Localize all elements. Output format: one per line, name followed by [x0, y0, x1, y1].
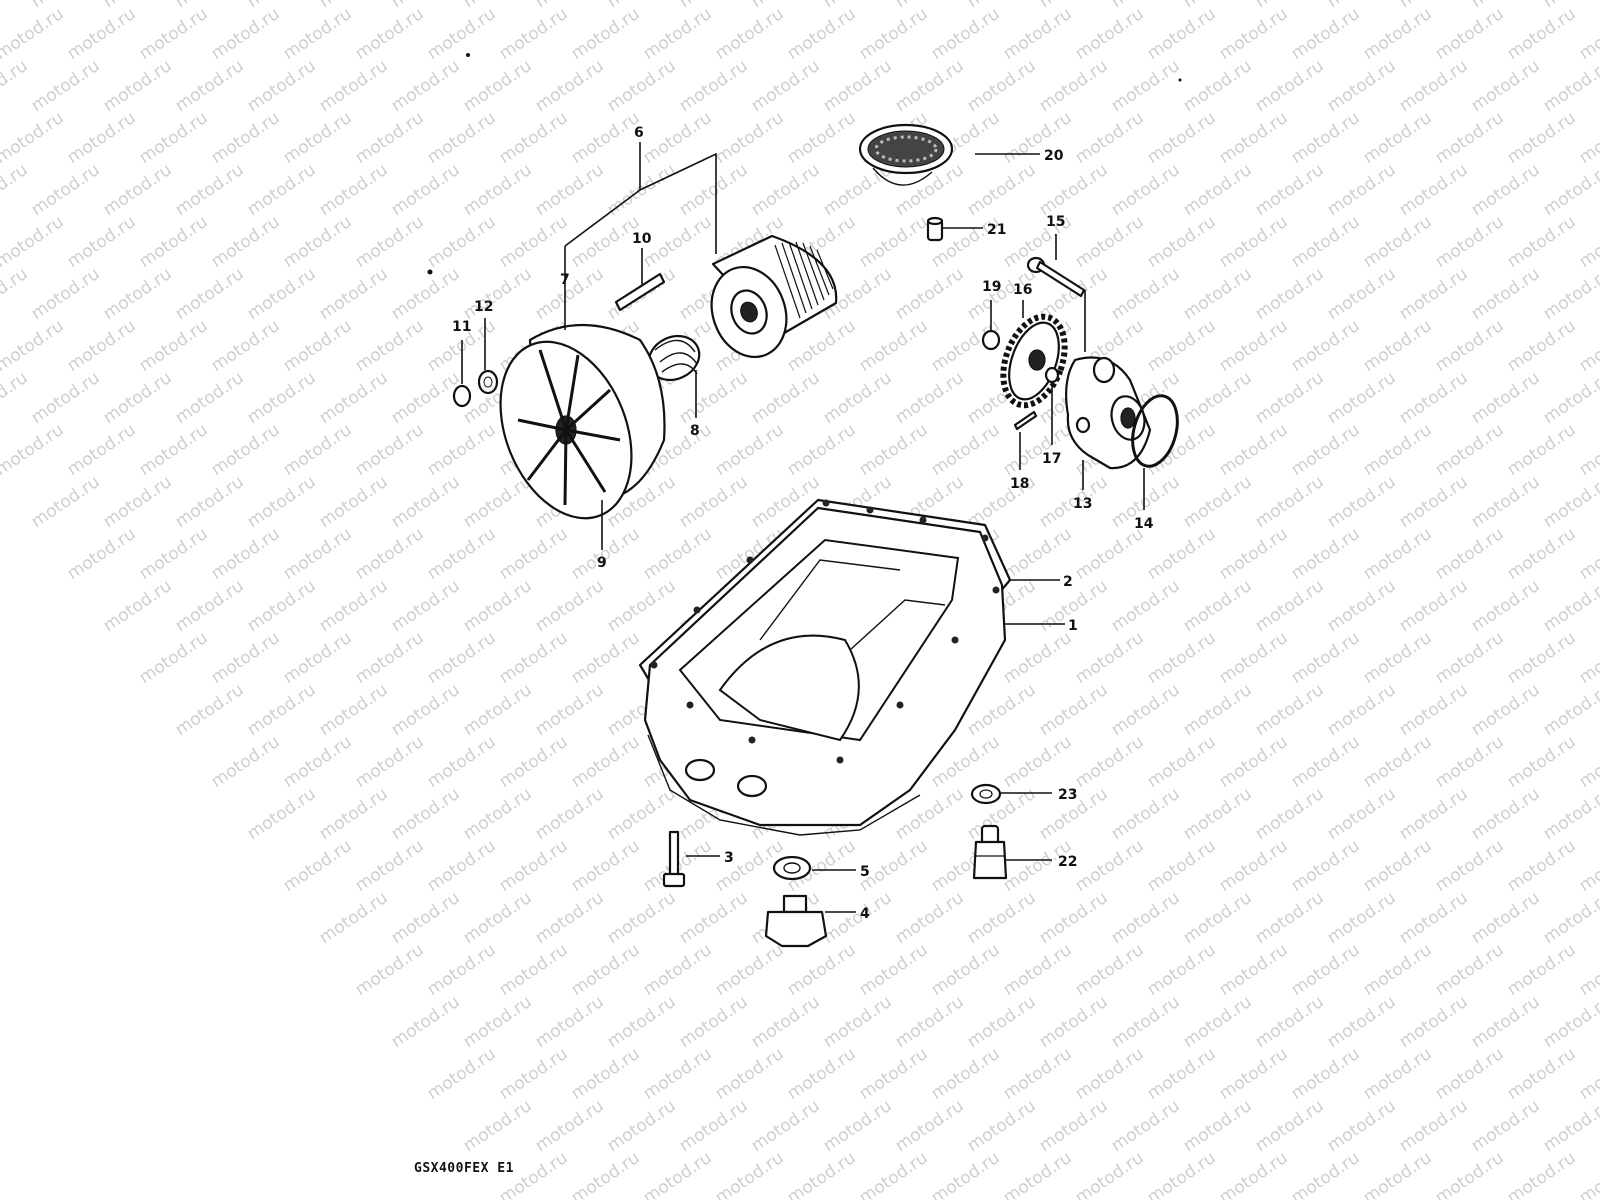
gear-icon — [1000, 313, 1068, 409]
callout-1: 1 — [1068, 618, 1078, 634]
callout-14: 14 — [1134, 516, 1154, 532]
washer-icon — [1044, 366, 1060, 384]
switch-washer-icon — [970, 783, 1002, 805]
callout-7: 7 — [560, 272, 570, 288]
callout-10: 10 — [632, 231, 652, 247]
oil-pump-icon — [1065, 356, 1152, 470]
callout-17: 17 — [1042, 451, 1061, 467]
drain-gasket-icon — [772, 855, 812, 881]
callout-labels: 1 2 3 4 5 6 7 8 9 10 11 12 13 14 15 16 1… — [452, 125, 1154, 922]
drain-plug-icon — [764, 894, 828, 948]
callout-2: 2 — [1063, 574, 1073, 590]
callout-20: 20 — [1044, 148, 1064, 164]
filter-cover-icon — [499, 324, 666, 520]
callout-11: 11 — [452, 319, 471, 335]
oil-pan-icon — [643, 499, 1007, 836]
leader-lines — [461, 142, 1145, 913]
callout-21: 21 — [987, 222, 1006, 238]
model-code-label: GSX400FEX E1 — [414, 1161, 514, 1176]
callout-6: 6 — [634, 125, 644, 141]
callout-13: 13 — [1073, 496, 1092, 512]
strainer-bolt-icon — [926, 216, 944, 242]
callout-8: 8 — [690, 423, 700, 439]
callout-23: 23 — [1058, 787, 1077, 803]
callout-4: 4 — [860, 906, 870, 922]
callout-3: 3 — [724, 850, 734, 866]
o-ring-small-icon — [981, 329, 1001, 351]
pump-bolt-icon — [1026, 256, 1086, 298]
pan-bolt-icon — [662, 830, 686, 888]
callout-5: 5 — [860, 864, 870, 880]
pump-o-ring-icon — [1131, 394, 1179, 468]
callout-18: 18 — [1010, 476, 1029, 492]
stud-bolt-icon — [614, 272, 666, 312]
callout-19: 19 — [982, 279, 1001, 295]
oil-strainer-icon — [858, 123, 954, 186]
pin-icon — [1013, 410, 1038, 431]
o-ring-icon — [452, 369, 499, 408]
oil-filter-icon — [710, 234, 838, 359]
callout-22: 22 — [1058, 854, 1077, 870]
callout-9: 9 — [597, 555, 607, 571]
pressure-switch-icon — [972, 824, 1008, 880]
callout-12: 12 — [474, 299, 493, 315]
scan-speckles — [427, 53, 1182, 275]
callout-15: 15 — [1046, 214, 1065, 230]
callout-16: 16 — [1013, 282, 1032, 298]
